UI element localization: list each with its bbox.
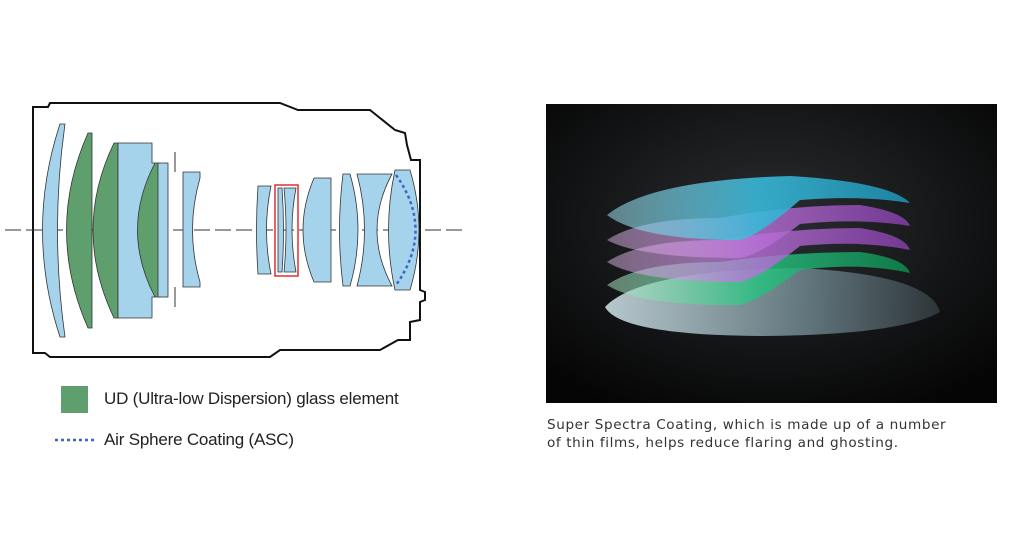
ud-element-1 [66, 132, 93, 329]
super-spectra-coating-illustration [546, 104, 997, 403]
lens-element-7 [283, 187, 297, 273]
lens-element-9 [339, 173, 359, 287]
lens-cross-section-diagram [5, 102, 463, 358]
ud-element-3 [137, 162, 161, 298]
asc-legend-label: Air Sphere Coating (ASC) [104, 430, 294, 449]
lens-barrel-outline [32, 102, 426, 358]
lens-element-1 [42, 123, 66, 338]
lens-element-11 [388, 169, 420, 291]
coating-caption: Super Spectra Coating, which is made up … [547, 416, 1017, 452]
caption-line-2: of thin films, helps reduce flaring and … [547, 435, 899, 451]
lens-element-5 [256, 185, 272, 275]
asc-coating-arc [394, 174, 417, 286]
coating-layer-blue [607, 176, 910, 240]
ud-legend-label: UD (Ultra-low Dispersion) glass element [104, 389, 399, 408]
lens-element-8 [302, 177, 332, 283]
ud-legend-swatch [61, 386, 88, 413]
caption-line-1: Super Spectra Coating, which is made up … [547, 417, 947, 433]
lens-element-6 [277, 187, 284, 273]
ud-element-2 [92, 142, 119, 319]
highlight-box [274, 184, 299, 277]
lens-element-3 [157, 162, 169, 298]
lens-element-4 [182, 171, 201, 288]
lens-element-10 [356, 173, 393, 287]
